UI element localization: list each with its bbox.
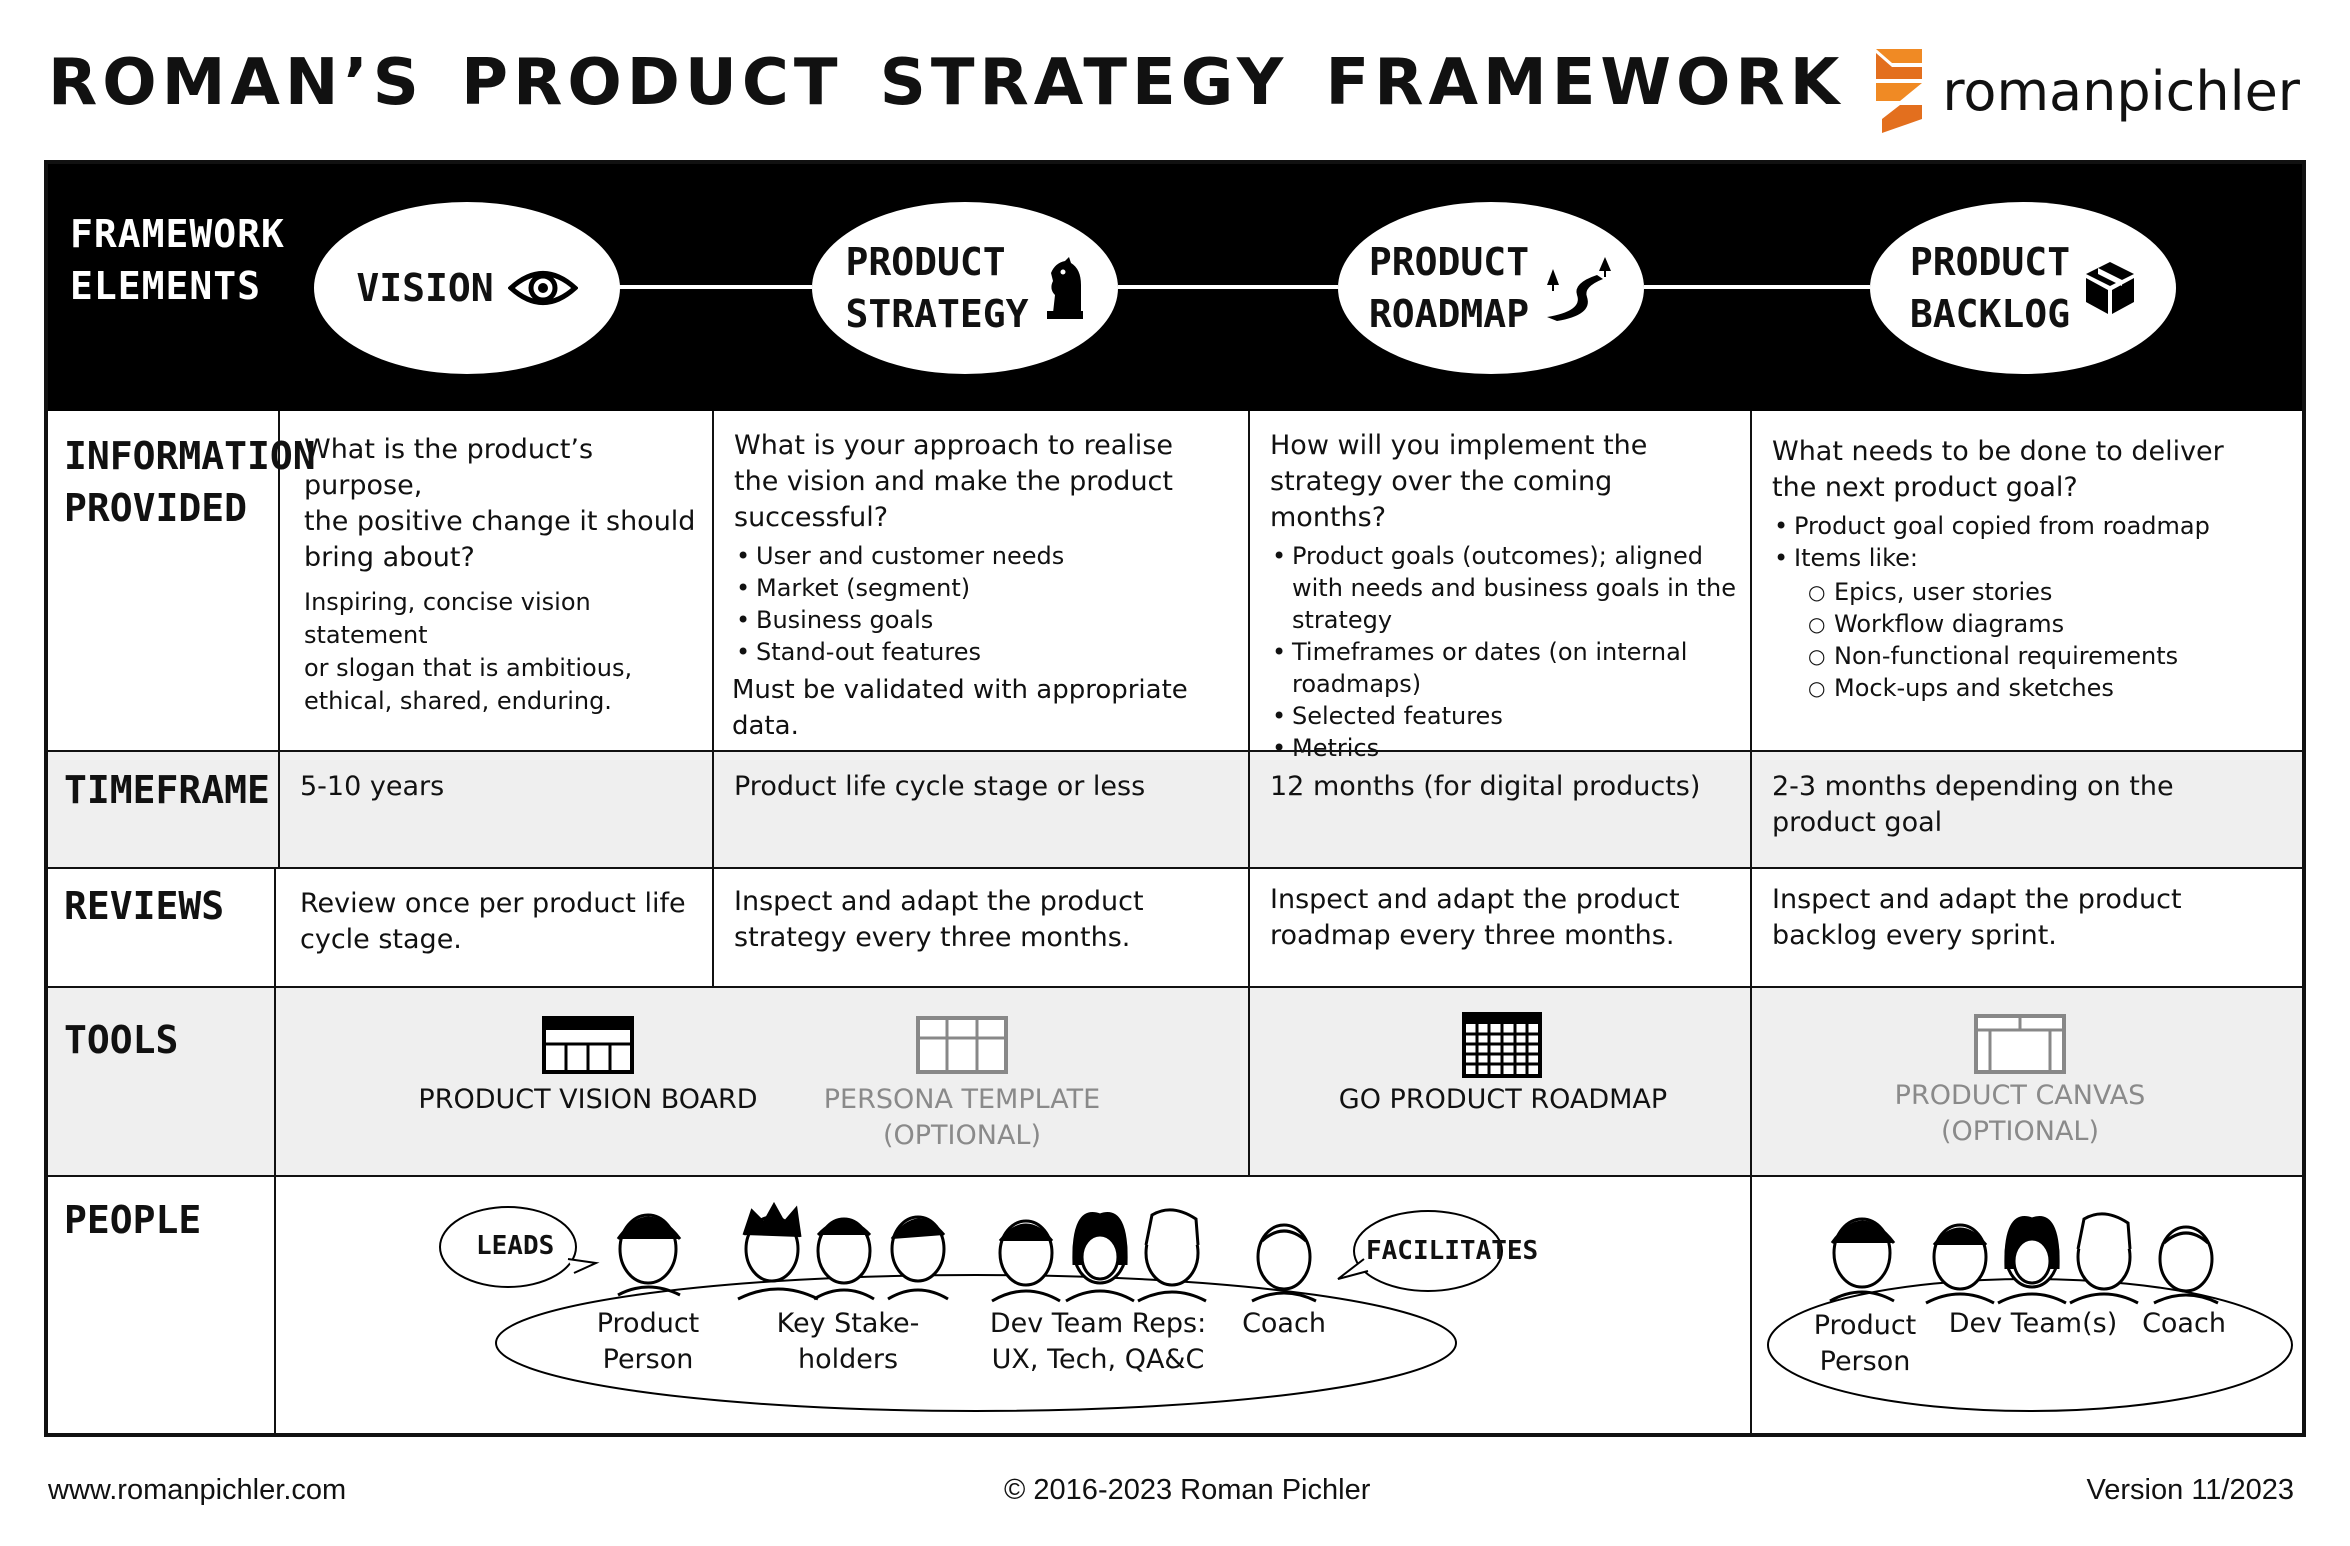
page-title: ROMAN’S PRODUCT STRATEGY FRAMEWORK <box>48 46 1845 120</box>
tools-row-bg <box>48 987 2302 1175</box>
tool-product-vision-board[interactable]: PRODUCT VISION BOARD <box>418 1084 758 1115</box>
framework-elements-band: FRAMEWORK ELEMENTS VISION PRODUCT STRATE… <box>48 164 2302 411</box>
row-divider <box>48 1175 2302 1177</box>
list-item: User and customer needs <box>736 540 1244 572</box>
framework-table: FRAMEWORK ELEMENTS VISION PRODUCT STRATE… <box>44 160 2306 1437</box>
persona-template-icon <box>916 1016 1008 1074</box>
list-item: Epics, user stories <box>1808 576 2292 608</box>
row-divider <box>48 867 2302 869</box>
column-divider <box>712 411 714 987</box>
chess-knight-icon <box>1043 255 1085 321</box>
connector-line <box>616 285 812 289</box>
column-divider <box>274 867 276 1437</box>
connector-line <box>1118 285 1338 289</box>
row-label-reviews: REVIEWS <box>64 884 225 928</box>
people-dev-team-reps: Dev Team Reps: UX, Tech, QA&C <box>989 1308 1207 1375</box>
element-product-strategy-label: PRODUCT STRATEGY <box>845 240 1029 336</box>
list-item: Product goals (outcomes); aligned with n… <box>1272 540 1740 636</box>
product-canvas-icon <box>1974 1014 2066 1074</box>
vision-board-icon <box>542 1016 634 1074</box>
tool-go-product-roadmap[interactable]: GO PRODUCT ROADMAP <box>1338 1084 1668 1115</box>
list-item: Product goal copied from roadmap <box>1774 510 2292 542</box>
column-divider <box>278 411 280 867</box>
list-item: Non-functional requirements <box>1808 640 2292 672</box>
row-label-tools: TOOLS <box>64 1018 179 1062</box>
list-item: Selected features <box>1272 700 1740 732</box>
column-divider <box>1248 411 1250 1176</box>
timeframe-strategy: Product life cycle stage or less <box>734 771 1146 802</box>
timeframe-row-bg <box>48 751 2302 867</box>
reviews-strategy: Inspect and adapt the product strategy e… <box>734 886 1144 953</box>
element-product-roadmap-label: PRODUCT ROADMAP <box>1368 240 1530 336</box>
road-icon <box>1543 255 1613 321</box>
people-key-stakeholders: Key Stake- holders <box>776 1308 920 1375</box>
list-item: Timeframes or dates (on internal roadmap… <box>1272 636 1740 700</box>
people-illustration <box>439 1201 2293 1412</box>
element-product-roadmap[interactable]: PRODUCT ROADMAP <box>1338 202 1644 374</box>
element-vision[interactable]: VISION <box>314 202 620 374</box>
row-label-people: PEOPLE <box>64 1198 202 1242</box>
timeframe-roadmap: 12 months (for digital products) <box>1270 771 1701 802</box>
leads-bubble: LEADS <box>476 1231 555 1261</box>
row-divider <box>48 750 2302 752</box>
person-face <box>616 1201 2219 1305</box>
brand-mark-icon <box>1876 49 1923 133</box>
info-roadmap-cell: How will you implement the strategy over… <box>1270 428 1740 768</box>
footer-copyright: © 2016-2023 Roman Pichler <box>1004 1474 1371 1506</box>
people-coach: Coach <box>1242 1308 1326 1339</box>
reviews-vision: Review once per product life cycle stage… <box>300 888 686 955</box>
row-label-information: INFORMATION PROVIDED <box>64 434 316 530</box>
list-item: Metrics <box>1272 732 1740 764</box>
people-right-coach: Coach <box>2142 1308 2226 1339</box>
row-label-timeframe: TIMEFRAME <box>64 768 270 812</box>
connector-line <box>1644 285 1870 289</box>
reviews-backlog: Inspect and adapt the product backlog ev… <box>1772 884 2182 951</box>
element-product-backlog[interactable]: PRODUCT BACKLOG <box>1870 202 2176 374</box>
list-item: Business goals <box>736 604 1244 636</box>
info-vision-cell: What is the product’s purpose, the posit… <box>304 434 696 715</box>
tool-persona-template[interactable]: PERSONA TEMPLATE (OPTIONAL) <box>823 1084 1101 1151</box>
timeframe-backlog: 2-3 months depending on the product goal <box>1772 771 2174 838</box>
info-strategy-cell: What is your approach to realise the vis… <box>732 428 1244 744</box>
box-icon <box>2084 260 2136 316</box>
brand-name: romanpichler <box>1942 59 2300 123</box>
go-roadmap-icon <box>1462 1012 1542 1078</box>
footer-version: Version 11/2023 <box>2086 1474 2294 1506</box>
element-product-strategy[interactable]: PRODUCT STRATEGY <box>812 202 1118 374</box>
element-product-backlog-label: PRODUCT BACKLOG <box>1909 240 2071 336</box>
reviews-roadmap: Inspect and adapt the product roadmap ev… <box>1270 884 1680 951</box>
facilitates-bubble: FACILITATES <box>1366 1236 1539 1266</box>
people-dev-teams: Dev Team(s) <box>1948 1308 2118 1339</box>
people-product-person: Product Person <box>596 1308 700 1375</box>
brand-logo[interactable]: romanpichler <box>1870 46 2300 136</box>
element-vision-label: VISION <box>356 266 494 310</box>
row-divider <box>48 986 2302 988</box>
validation-note: Must be validated with appropriate data. <box>732 675 1188 741</box>
list-item: Market (segment) <box>736 572 1244 604</box>
framework-elements-label: FRAMEWORK ELEMENTS <box>70 212 285 308</box>
people-right-product-person: Product Person <box>1813 1310 1917 1377</box>
list-item: Items like: <box>1774 542 2292 574</box>
tool-product-canvas[interactable]: PRODUCT CANVAS (OPTIONAL) <box>1894 1080 2146 1147</box>
list-item: Workflow diagrams <box>1808 608 2292 640</box>
eye-icon <box>507 267 578 309</box>
column-divider <box>1750 411 1752 1437</box>
timeframe-vision: 5-10 years <box>300 771 445 802</box>
footer-website[interactable]: www.romanpichler.com <box>48 1474 347 1506</box>
list-item: Stand-out features <box>736 636 1244 668</box>
list-item: Mock-ups and sketches <box>1808 672 2292 704</box>
info-backlog-cell: What needs to be done to deliver the nex… <box>1772 434 2292 708</box>
